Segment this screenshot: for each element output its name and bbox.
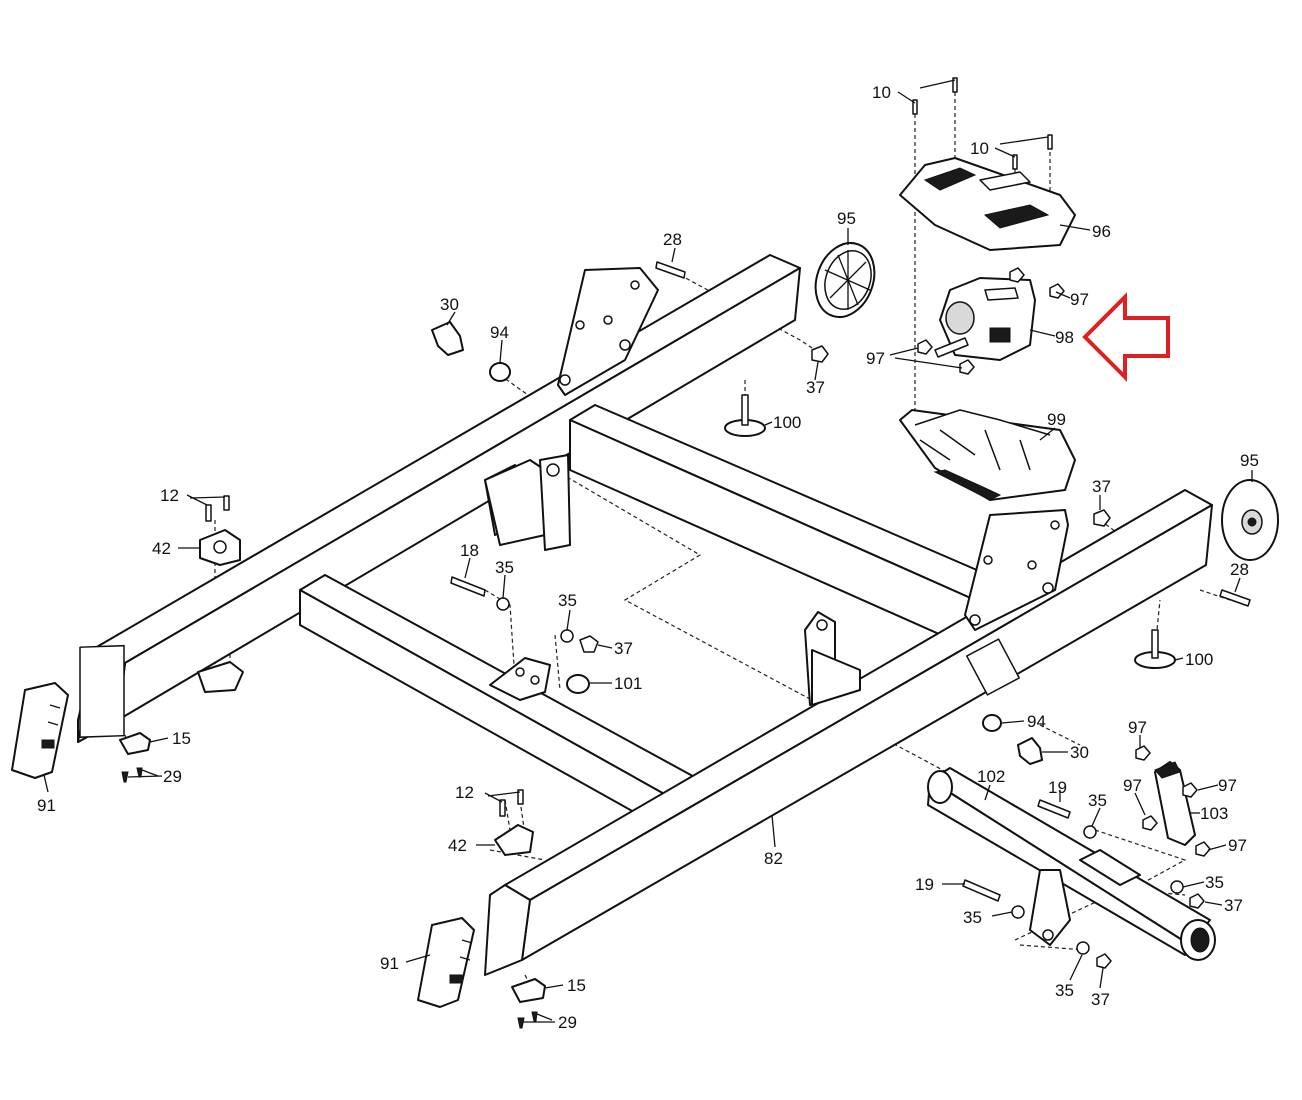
label-97-b: 97 — [866, 349, 885, 368]
label-100-a: 100 — [773, 413, 801, 432]
label-37-d: 37 — [1224, 896, 1243, 915]
part-labels: 10 10 96 97 98 97 99 95 28 37 100 30 94 … — [37, 83, 1259, 1032]
leader-lines — [43, 79, 1253, 1023]
label-29-b: 29 — [558, 1013, 577, 1032]
label-35-f: 35 — [1055, 981, 1074, 1000]
label-12-b: 12 — [455, 783, 474, 802]
left-small-parts — [119, 261, 686, 1029]
pivot-tube-assembly — [927, 714, 1216, 969]
label-37-c: 37 — [1092, 477, 1111, 496]
label-35-d: 35 — [1205, 873, 1224, 892]
label-37-e: 37 — [1091, 990, 1110, 1009]
label-97-a: 97 — [1070, 290, 1089, 309]
label-19-b: 19 — [915, 875, 934, 894]
label-28-b: 28 — [1230, 560, 1249, 579]
label-98: 98 — [1055, 328, 1074, 347]
label-95-b: 95 — [1240, 451, 1259, 470]
label-35-c: 35 — [1088, 791, 1107, 810]
label-82: 82 — [764, 849, 783, 868]
label-30-a: 30 — [440, 295, 459, 314]
label-15-b: 15 — [567, 976, 586, 995]
label-15-a: 15 — [172, 729, 191, 748]
label-95-a: 95 — [837, 209, 856, 228]
label-97-e: 97 — [1218, 776, 1237, 795]
label-97-c: 97 — [1128, 718, 1147, 737]
label-35-e: 35 — [963, 908, 982, 927]
label-19-a: 19 — [1048, 778, 1067, 797]
label-10-b: 10 — [970, 139, 989, 158]
label-42-a: 42 — [152, 539, 171, 558]
label-94-a: 94 — [490, 323, 509, 342]
resistance-motor-assembly — [899, 77, 1076, 501]
end-caps-91 — [11, 682, 475, 1008]
label-30-b: 30 — [1070, 743, 1089, 762]
label-100-b: 100 — [1185, 650, 1213, 669]
label-96: 96 — [1092, 222, 1111, 241]
label-10-a: 10 — [872, 83, 891, 102]
label-99: 99 — [1047, 410, 1066, 429]
label-101: 101 — [614, 674, 642, 693]
label-35-a: 35 — [495, 558, 514, 577]
label-91-a: 91 — [37, 796, 56, 815]
label-91-b: 91 — [380, 954, 399, 973]
label-102: 102 — [977, 767, 1005, 786]
upright-brackets — [484, 267, 1069, 706]
highlight-arrow-icon — [1082, 292, 1170, 382]
label-94-b: 94 — [1027, 712, 1046, 731]
label-103: 103 — [1200, 804, 1228, 823]
label-12-a: 12 — [160, 486, 179, 505]
label-18: 18 — [460, 541, 479, 560]
label-42-b: 42 — [448, 836, 467, 855]
label-28-a: 28 — [663, 230, 682, 249]
label-97-d: 97 — [1123, 776, 1142, 795]
label-37-a: 37 — [806, 378, 825, 397]
label-35-b: 35 — [558, 591, 577, 610]
label-29-a: 29 — [163, 767, 182, 786]
label-37-b: 37 — [614, 639, 633, 658]
wheels-and-levelers — [724, 242, 1279, 669]
label-97-f: 97 — [1228, 836, 1247, 855]
